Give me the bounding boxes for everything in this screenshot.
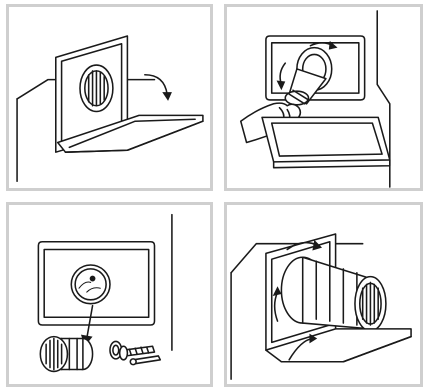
filter-knob-icon [281,257,385,331]
remove-filter-illustration [9,205,210,384]
filter-opening-icon [71,265,110,304]
open-flap-illustration [9,7,210,188]
foreign-objects-icon [110,341,160,364]
removed-filter-icon [40,337,92,372]
panel-remove-filter [6,202,213,387]
unscrew-filter-illustration [227,7,420,188]
panel-unscrew-filter [224,4,423,191]
panel-reinsert-filter [224,202,423,387]
panel-open-flap [6,4,213,191]
filter-knob-icon [80,65,113,111]
reinsert-filter-illustration [227,205,420,384]
curved-arrow-icon [145,75,172,101]
